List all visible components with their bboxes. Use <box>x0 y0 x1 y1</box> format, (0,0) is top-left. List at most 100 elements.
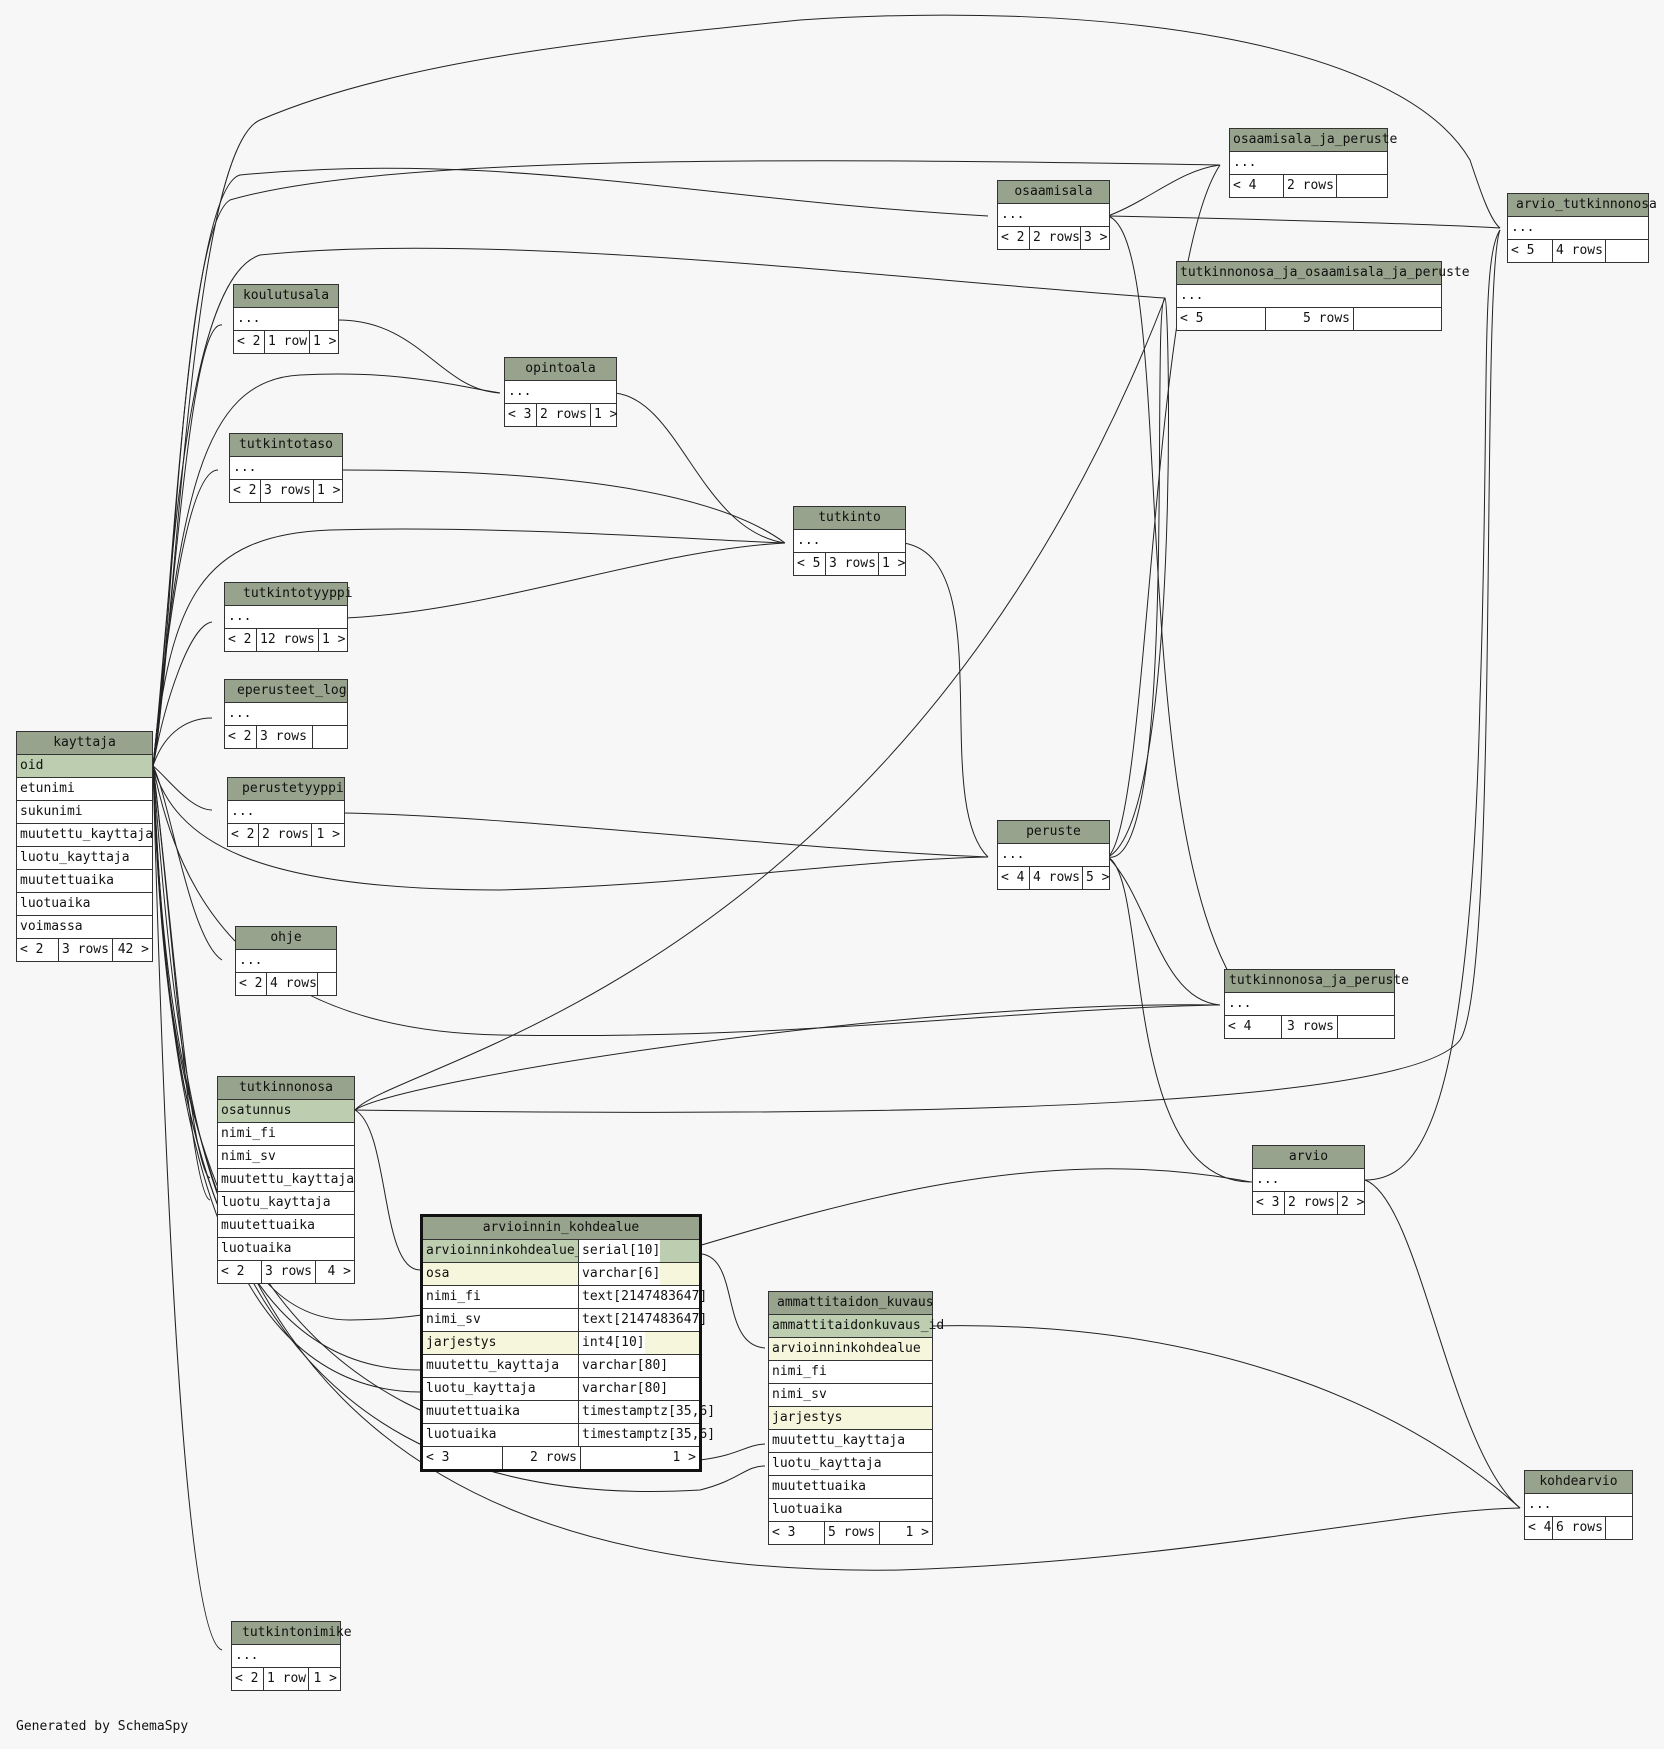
table-eperusteet-log[interactable]: eperusteet_log ... < 2 3 rows <box>224 679 348 749</box>
footer-parents[interactable]: < 2 <box>218 1261 262 1283</box>
footer-rows: 3 rows <box>826 553 879 575</box>
table-kohdearvio[interactable]: kohdearvio ... < 4 6 rows <box>1524 1470 1633 1540</box>
footer-parents[interactable]: < 4 <box>998 867 1030 889</box>
footer-rows: 6 rows <box>1553 1517 1606 1539</box>
column-row: muutettu_kayttaja varchar[80] <box>423 1355 699 1378</box>
table-ohje[interactable]: ohje ... < 2 4 rows <box>235 926 337 996</box>
footer-parents[interactable]: < 5 <box>794 553 826 575</box>
footer-parents[interactable]: < 5 <box>1508 240 1553 262</box>
footer-parents[interactable]: < 4 <box>1230 175 1284 197</box>
table-title: arvio <box>1253 1146 1364 1169</box>
table-tutkinnonosa-ja-osaamisala-ja-peruste[interactable]: tutkinnonosa_ja_osaamisala_ja_peruste ..… <box>1176 261 1470 331</box>
column-row: muutettuaika <box>218 1215 354 1238</box>
footer-parents[interactable]: < 3 <box>1253 1192 1285 1214</box>
table-footer: < 5 5 rows <box>1177 308 1441 330</box>
column-row: nimi_fi <box>218 1123 354 1146</box>
table-title: arvioinnin_kohdealue <box>423 1217 699 1240</box>
column-type: varchar[80] <box>578 1355 668 1377</box>
footer-children[interactable] <box>1606 1517 1632 1539</box>
column-row: ... <box>1525 1494 1632 1517</box>
column-row: luotu_kayttaja <box>769 1453 932 1476</box>
footer-parents[interactable]: < 2 <box>228 824 259 846</box>
footer-children[interactable] <box>1337 175 1387 197</box>
table-tutkintonimike[interactable]: tutkintonimike ... < 2 1 row 1 > <box>231 1621 352 1691</box>
column-row: etunimi <box>17 778 152 801</box>
table-title: perustetyyppi <box>228 778 344 801</box>
column-name: muutettu_kayttaja <box>426 1358 560 1373</box>
footer-children[interactable]: 1 > <box>672 1450 696 1465</box>
footer-children[interactable]: 5 > <box>1086 870 1110 885</box>
table-tutkintotyyppi[interactable]: tutkintotyyppi ... < 2 12 rows 1 > <box>224 582 353 652</box>
table-arvio[interactable]: arvio ... < 3 2 rows 2 > <box>1252 1145 1365 1215</box>
footer-children[interactable]: 1 > <box>905 1525 929 1540</box>
footer-children[interactable]: 1 > <box>594 407 618 422</box>
footer-parents[interactable]: < 4 <box>1225 1016 1282 1038</box>
footer-children[interactable] <box>313 726 347 748</box>
column-row: ... <box>225 703 347 726</box>
column-row: jarjestys <box>769 1407 932 1430</box>
table-title: tutkinnonosa_ja_osaamisala_ja_peruste <box>1177 262 1470 285</box>
footer-children[interactable] <box>1606 240 1648 262</box>
column-name: jarjestys <box>426 1335 497 1350</box>
footer-children[interactable]: 1 > <box>316 827 340 842</box>
table-arvio-tutkinnonosa[interactable]: arvio_tutkinnonosa ... < 5 4 rows <box>1507 193 1657 263</box>
column-row: ... <box>236 950 336 973</box>
footer-children[interactable]: 1 > <box>317 483 341 498</box>
table-footer: < 5 4 rows <box>1508 240 1648 262</box>
footer-parents[interactable]: < 4 <box>1525 1517 1553 1539</box>
table-title: ammattitaidon_kuvaus <box>769 1292 934 1315</box>
footer-parents[interactable]: < 3 <box>423 1447 503 1469</box>
footer-parents[interactable]: < 2 <box>236 973 267 995</box>
table-osaamisala-ja-peruste[interactable]: osaamisala_ja_peruste ... < 4 2 rows <box>1229 128 1397 198</box>
table-koulutusala[interactable]: koulutusala ... < 2 1 row 1 > <box>233 284 339 354</box>
footer-parents[interactable]: < 3 <box>769 1522 825 1544</box>
column-name: arvioinninkohdealue_id <box>426 1243 599 1258</box>
column-row: luotu_kayttaja <box>17 847 152 870</box>
table-tutkinto[interactable]: tutkinto ... < 5 3 rows 1 > <box>793 506 906 576</box>
footer-children[interactable]: 42 > <box>117 942 149 957</box>
footer-children[interactable]: 2 > <box>1341 1195 1365 1210</box>
footer-parents[interactable]: < 2 <box>17 939 59 961</box>
table-title: tutkintotyyppi <box>225 583 353 606</box>
footer-children[interactable]: 1 > <box>313 1671 337 1686</box>
table-footer: < 3 5 rows 1 > <box>769 1522 932 1544</box>
column-name: luotu_kayttaja <box>426 1381 536 1396</box>
table-osaamisala[interactable]: osaamisala ... < 2 2 rows 3 > <box>997 180 1110 250</box>
footer-parents[interactable]: < 5 <box>1177 308 1266 330</box>
footer-children[interactable]: 1 > <box>322 632 346 647</box>
table-opintoala[interactable]: opintoala ... < 3 2 rows 1 > <box>504 357 617 427</box>
footer-children[interactable] <box>1338 1016 1394 1038</box>
column-row: luotuaika <box>17 893 152 916</box>
column-row: ... <box>505 381 616 404</box>
footer-children[interactable]: 1 > <box>313 334 337 349</box>
column-row: muutettuaika <box>17 870 152 893</box>
column-row: ... <box>794 530 905 553</box>
footer-parents[interactable]: < 2 <box>225 726 257 748</box>
column-row: muutettu_kayttaja <box>17 824 153 847</box>
footer-parents[interactable]: < 2 <box>232 1668 264 1690</box>
table-tutkintotaso[interactable]: tutkintotaso ... < 2 3 rows 1 > <box>229 433 343 503</box>
table-title: peruste <box>998 821 1109 844</box>
footer-parents[interactable]: < 2 <box>230 480 261 502</box>
footer-children[interactable]: 3 > <box>1084 230 1108 245</box>
footer-parents[interactable]: < 3 <box>505 404 537 426</box>
table-footer: < 4 3 rows <box>1225 1016 1394 1038</box>
footer-children[interactable] <box>1354 308 1441 330</box>
footer-parents[interactable]: < 2 <box>225 629 257 651</box>
footer-parents[interactable]: < 2 <box>998 227 1030 249</box>
table-title: osaamisala <box>998 181 1109 204</box>
table-kayttaja[interactable]: kayttaja oid etunimi sukunimi muutettu_k… <box>16 731 153 962</box>
table-ammattitaidon-kuvaus[interactable]: ammattitaidon_kuvaus ammattitaidonkuvaus… <box>768 1291 944 1545</box>
table-peruste[interactable]: peruste ... < 4 4 rows 5 > <box>997 820 1110 890</box>
table-tutkinnonosa[interactable]: tutkinnonosa osatunnus nimi_fi nimi_sv m… <box>217 1076 355 1284</box>
table-arvioinnin-kohdealue[interactable]: arvioinnin_kohdealue arvioinninkohdealue… <box>420 1214 715 1472</box>
table-perustetyyppi[interactable]: perustetyyppi ... < 2 2 rows 1 > <box>227 777 345 847</box>
footer-children[interactable]: 1 > <box>882 556 906 571</box>
footer-parents[interactable]: < 2 <box>234 331 265 353</box>
table-tutkinnonosa-ja-peruste[interactable]: tutkinnonosa_ja_peruste ... < 4 3 rows <box>1224 969 1409 1039</box>
table-title: ohje <box>236 927 336 950</box>
footer-children[interactable]: 4 > <box>327 1264 351 1279</box>
column-name: osa <box>426 1266 450 1281</box>
footer-children[interactable] <box>318 973 336 995</box>
